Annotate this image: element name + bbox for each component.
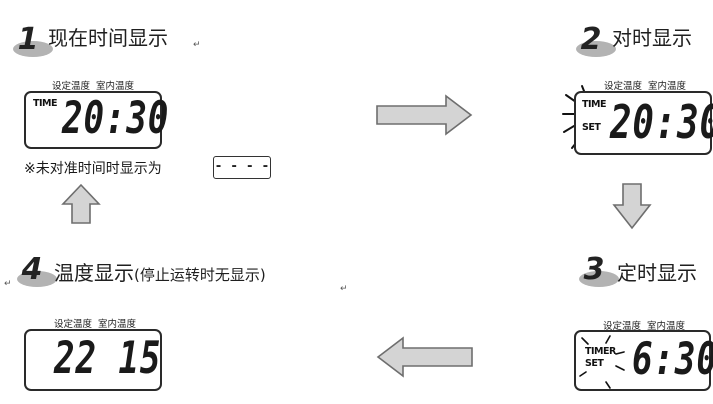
up-arrow (61, 183, 101, 224)
step-4-title-note: (停止运转时无显示) (134, 266, 266, 284)
step-4-number: 4 (21, 252, 43, 287)
step-2-digits: 20:30 (610, 95, 713, 149)
step-1-lcd-labels: 设定温度室内温度 (52, 78, 134, 92)
step-3-title: 定时显示 (617, 261, 697, 285)
pilcrow-mark: ↵ (4, 279, 12, 289)
step-3-lcd-labels: 设定温度室内温度 (603, 318, 685, 332)
step-3-digits: 6:30 (632, 334, 713, 385)
room-temp-label: 室内温度 (647, 321, 686, 332)
step-4-lcd-labels: 设定温度室内温度 (54, 316, 136, 330)
set-temp-label: 设定温度 (52, 81, 91, 92)
time-tag: TIME (33, 98, 57, 109)
pilcrow-mark: ↵ (340, 284, 348, 294)
set-tag: SET (585, 358, 604, 369)
step-4-title: 温度显示(停止运转时无显示) (54, 257, 266, 286)
step-1-note: ※未对准时间时显示为 (24, 161, 162, 177)
step-3-badge: 3 (572, 252, 622, 290)
step-2-title: 对时显示 (612, 26, 692, 50)
step-badge-shape-icon (13, 41, 53, 57)
unset-time-box: - - - - (213, 156, 271, 179)
set-tag: SET (582, 122, 601, 133)
right-arrow (376, 94, 473, 136)
step-3-number: 3 (583, 252, 605, 287)
step-1-number: 1 (17, 22, 39, 57)
step-2-number: 2 (580, 22, 602, 57)
step-badge-shape-icon (17, 271, 57, 287)
step-2-badge: 2 (569, 22, 619, 60)
step-4-digits: 22 15 (54, 333, 162, 384)
step-1-badge: 1 (6, 22, 56, 60)
step-badge-shape-icon (579, 271, 619, 287)
step-1-lcd: TIME 20:30 (24, 91, 168, 149)
room-temp-label: 室内温度 (648, 81, 687, 92)
set-temp-label: 设定温度 (604, 81, 643, 92)
timer-tag: TIMER (585, 346, 616, 357)
step-3-lcd: TIMER SET 6:30 (574, 330, 713, 391)
step-2-lcd-labels: 设定温度室内温度 (604, 78, 686, 92)
set-temp-label: 设定温度 (54, 319, 93, 330)
blink-rays-icon (579, 335, 625, 389)
step-1-digits: 20:30 (62, 93, 170, 144)
step-4-lcd: 22 15 (24, 329, 162, 391)
step-4-title-text: 温度显示 (54, 261, 134, 285)
down-arrow (612, 183, 652, 230)
pilcrow-mark: ↵ (193, 40, 201, 50)
step-badge-shape-icon (576, 41, 616, 57)
set-temp-label: 设定温度 (603, 321, 642, 332)
step-2-lcd: TIME SET 20:30 (574, 91, 713, 155)
time-tag: TIME (582, 99, 606, 110)
room-temp-label: 室内温度 (96, 81, 135, 92)
room-temp-label: 室内温度 (98, 319, 137, 330)
left-arrow (376, 336, 473, 378)
step-1-title: 现在时间显示 (48, 26, 168, 50)
step-4-badge: 4 (10, 252, 60, 290)
